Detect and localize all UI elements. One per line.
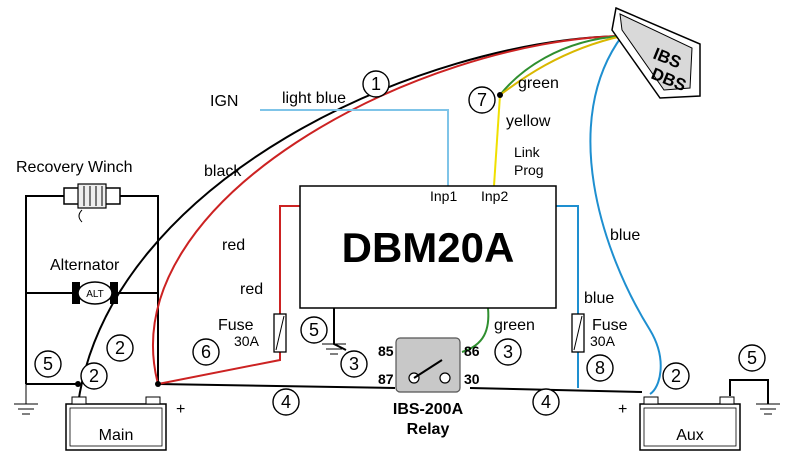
svg-text:2: 2 (115, 338, 125, 358)
aux-battery: Aux (639, 396, 741, 451)
marker-6: 6 (192, 338, 220, 366)
main-battery-label: Main (99, 427, 134, 444)
relay-pin-87: 87 (378, 371, 394, 387)
light-blue-label: light blue (282, 90, 346, 107)
alternator-icon: ALT (72, 281, 118, 305)
marker-4: 4 (272, 388, 300, 416)
svg-text:4: 4 (541, 392, 551, 412)
svg-text:6: 6 (201, 342, 211, 362)
yellow-sense-wire (499, 35, 623, 96)
marker-7: 7 (468, 86, 496, 114)
main-to-relay-cable (157, 383, 396, 389)
blue-lower-label: blue (584, 290, 614, 307)
red-lower-label: red (240, 281, 263, 298)
marker-4: 4 (532, 388, 560, 416)
yellow-link-wire (493, 94, 501, 187)
svg-text:5: 5 (43, 354, 53, 374)
module-name: DBM20A (342, 224, 515, 271)
red-upper-label: red (222, 237, 245, 254)
aux-ground-wire (729, 379, 769, 404)
green-top-label: green (518, 75, 559, 92)
left-fuse-label: Fuse (218, 317, 254, 334)
relay-icon (395, 337, 461, 393)
marker-8: 8 (586, 354, 614, 382)
marker-3: 3 (340, 350, 368, 378)
red-sense-wire (152, 35, 623, 385)
right-fuse-label: Fuse (592, 317, 628, 334)
blue-sense-wire (589, 35, 662, 395)
ign-label: IGN (210, 93, 238, 110)
aux-battery-label: Aux (676, 427, 704, 444)
ground-icon-right (756, 403, 780, 415)
blue-right-label: blue (610, 227, 640, 244)
marker-2: 2 (80, 362, 108, 390)
green-relay-wire (461, 307, 490, 353)
winch-alt-frame-wires (25, 195, 159, 384)
aux-plus: + (618, 401, 627, 418)
alt-badge: ALT (86, 289, 104, 300)
svg-text:3: 3 (349, 354, 359, 374)
marker-2: 2 (662, 362, 690, 390)
marker-1: 1 (362, 70, 390, 98)
svg-text:7: 7 (477, 90, 487, 110)
marker-3: 3 (494, 338, 522, 366)
relay-name: IBS-200A (393, 401, 464, 418)
relay-pin-85: 85 (378, 343, 394, 359)
blue-power-wire (556, 205, 579, 388)
relay-pin-30: 30 (464, 371, 480, 387)
green-lower-label: green (494, 317, 535, 334)
svg-text:5: 5 (309, 320, 319, 340)
alternator-label: Alternator (50, 257, 120, 274)
ground-icon-relay (322, 343, 346, 355)
module-inp1: Inp1 (430, 188, 457, 204)
prog-label: Prog (514, 162, 544, 178)
relay-to-aux-cable (469, 387, 643, 393)
marker-5: 5 (738, 344, 766, 372)
relay-sub: Relay (407, 421, 450, 438)
left-fuse-rating: 30A (234, 333, 260, 349)
svg-text:4: 4 (281, 392, 291, 412)
black-label: black (204, 163, 242, 180)
right-fuse-rating: 30A (590, 333, 616, 349)
svg-text:8: 8 (595, 358, 605, 378)
main-battery: Main (65, 381, 167, 451)
svg-text:2: 2 (671, 366, 681, 386)
svg-text:1: 1 (371, 74, 381, 94)
svg-text:3: 3 (503, 342, 513, 362)
red-power-wire (157, 205, 300, 385)
yellow-label: yellow (506, 113, 551, 130)
main-plus: + (176, 401, 185, 418)
relay-pin-86: 86 (464, 343, 480, 359)
marker-2: 2 (106, 334, 134, 362)
svg-text:2: 2 (89, 366, 99, 386)
ground-icon-left (14, 384, 38, 415)
recovery-winch-icon (63, 183, 121, 223)
svg-text:5: 5 (747, 348, 757, 368)
ibs-dbs-display-icon: IBS DBS (611, 6, 701, 99)
dbm20a-module: DBM20A Inp1 Inp2 (299, 185, 557, 309)
ign-wire (260, 109, 449, 186)
module-inp2: Inp2 (481, 188, 508, 204)
link-label: Link (514, 144, 541, 160)
green-sense-wire (499, 35, 623, 96)
marker-5: 5 (300, 316, 328, 344)
marker-5: 5 (34, 350, 62, 378)
winch-label: Recovery Winch (16, 159, 132, 176)
